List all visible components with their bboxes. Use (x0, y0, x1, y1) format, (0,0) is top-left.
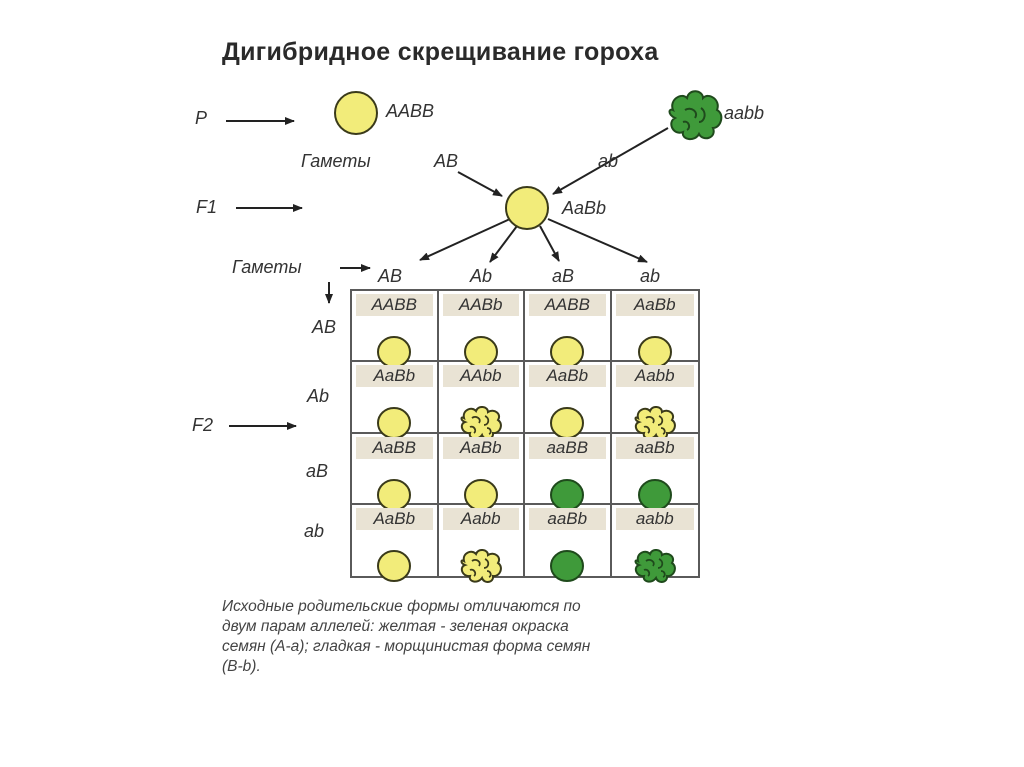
punnett-cell: AAbb (438, 362, 525, 441)
punnett-cell: AABb (438, 291, 525, 368)
cell-genotype: AaBb (356, 507, 433, 530)
gamete-arrow-4 (547, 218, 648, 263)
left-parent-arrow (457, 171, 503, 197)
description-line: двум парам аллелей: желтая - зеленая окр… (222, 618, 569, 635)
punnett-cell: aabb (612, 505, 699, 583)
gamete-arrow-2 (489, 225, 518, 263)
punnett-cell: AABB (352, 291, 439, 368)
punnett-cell: AaBb (352, 362, 439, 440)
description-line: Исходные родительские формы отличаются п… (222, 598, 581, 615)
parent-left-gamete: AB (434, 151, 459, 171)
punnett-cell: aaBb (525, 504, 612, 582)
gametes-top-label: Гаметы (301, 151, 371, 171)
punnett-cell: Aabb (439, 504, 525, 583)
parent-yellow-smooth-seed (334, 91, 378, 135)
gamete-arrow-3 (539, 225, 560, 262)
parent-right-gamete: ab (598, 151, 619, 171)
punnett-cell: AaBb (438, 433, 525, 511)
cell-genotype: aaBB (529, 436, 606, 459)
punnett-cell: AaBB (352, 433, 439, 511)
punnett-cell: AABB (525, 291, 612, 368)
punnett-cell: aaBb (611, 434, 698, 511)
cell-genotype: AaBb (356, 365, 433, 388)
cell-genotype: AABB (356, 294, 433, 316)
cell-genotype: AaBB (356, 436, 433, 459)
generation-p-label: P (195, 108, 208, 128)
gamete-arrow-1 (419, 218, 511, 261)
row-gamete-1: AB (312, 317, 337, 337)
cell-genotype: AaBb (442, 436, 519, 459)
page-title: Дигибридное скрещивание гороха (222, 38, 659, 66)
cell-genotype: AAbb (442, 365, 519, 388)
f1-yellow-smooth-seed (505, 186, 549, 230)
cell-genotype: aabb (615, 507, 694, 530)
column-gamete-ab-mixed: Ab (470, 266, 493, 286)
row-gamete-3: aB (306, 461, 329, 481)
cell-genotype: Aabb (442, 507, 519, 530)
cell-genotype: Aabb (615, 365, 694, 388)
f1-genotype: AaBb (562, 198, 607, 218)
parent-left-genotype: AABB (386, 101, 435, 121)
description: Исходные родительские формы отличаются п… (222, 597, 822, 677)
description-line: семян (А-а); гладкая - морщинистая форма… (222, 638, 591, 655)
row-gamete-4: ab (304, 521, 325, 541)
right-parent-arrow (552, 127, 669, 195)
cell-genotype: AABb (442, 294, 519, 316)
generation-f2-label: F2 (192, 415, 214, 435)
punnett-cell: AaBb (352, 504, 439, 582)
column-gamete-ab-lower: ab (640, 266, 661, 286)
punnett-cell: aaBB (525, 433, 612, 511)
cell-genotype: aaBb (615, 436, 694, 459)
column-gamete-ab-upper: AB (378, 266, 403, 286)
gametes-mid-label: Гаметы (232, 257, 302, 277)
punnett-cell: Aabb (611, 362, 698, 441)
column-gamete-ab-mixed-2: aB (552, 266, 575, 286)
parent-right-genotype: aabb (724, 103, 765, 123)
punnett-cell: AaBb (611, 291, 698, 368)
cell-genotype: AaBb (529, 365, 606, 388)
cell-genotype: AABB (529, 294, 606, 316)
punnett-cell: AaBb (525, 362, 612, 440)
generation-f1-label: F1 (196, 197, 218, 217)
description-line: (В-b). (222, 658, 261, 675)
cell-genotype: AaBb (615, 294, 694, 316)
cell-genotype: aaBb (529, 507, 606, 530)
row-gamete-2: Ab (307, 386, 330, 406)
parent-green-wrinkled-seed (668, 90, 723, 140)
